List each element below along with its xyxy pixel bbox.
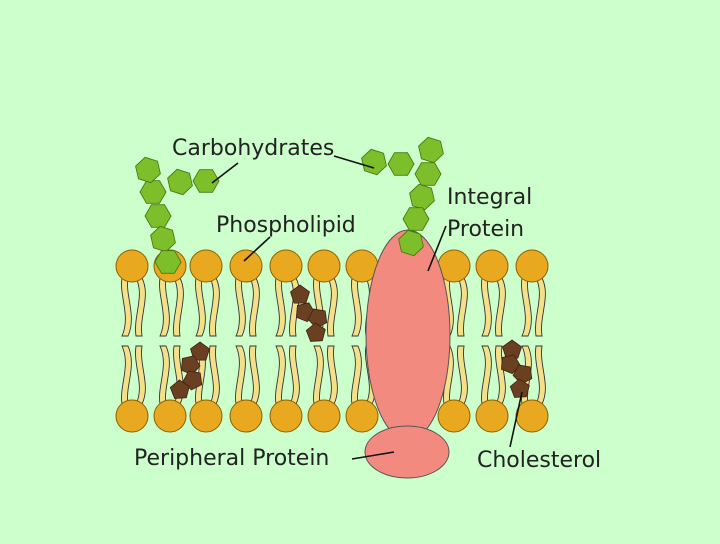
carbohydrate-hexagon (192, 169, 220, 193)
lipid-tail (249, 345, 260, 405)
cholesterol-ring (190, 341, 210, 361)
phospholipid-head (269, 249, 303, 283)
phospholipid-head (515, 249, 549, 283)
label-integral-line2: Protein (447, 217, 524, 242)
cholesterol-molecules (169, 284, 533, 399)
peripheral-protein (364, 425, 450, 479)
lipid-tail (535, 277, 546, 337)
cholesterol-pointer (509, 391, 523, 448)
carbohydrate-hexagon (135, 156, 161, 184)
lipid-tail (135, 345, 146, 405)
carbohydrates-pointer-right (333, 155, 375, 169)
lipid-tail (209, 277, 220, 337)
lipid-tail (121, 345, 132, 405)
lipid-tail (235, 345, 246, 405)
carbohydrate-hexagon (139, 180, 167, 204)
lipid-tail (275, 277, 286, 337)
lipid-tail (121, 277, 132, 337)
phospholipid-head (437, 399, 471, 433)
lipid-tail (351, 345, 362, 405)
phospholipid-head (307, 399, 341, 433)
cholesterol-ring (500, 354, 521, 375)
lipid-tail (495, 345, 506, 405)
phospholipid-pointer (243, 236, 271, 262)
lipid-tail (521, 277, 532, 337)
phospholipid-head (153, 399, 187, 433)
phospholipid-head (345, 399, 379, 433)
cholesterol-ring (180, 355, 201, 376)
label-pointers (211, 155, 523, 460)
carbohydrate-hexagon (402, 207, 430, 231)
cholesterol-ring (512, 364, 533, 385)
lipid-tail (327, 277, 338, 337)
top-lipid-tails (121, 277, 546, 337)
label-peripheral-protein: Peripheral Protein (134, 446, 329, 471)
carbohydrate-hexagon (414, 162, 442, 186)
carbohydrate-hexagon (144, 204, 172, 228)
label-phospholipid: Phospholipid (216, 213, 356, 238)
lipid-tail (159, 345, 170, 405)
phospholipid-head (515, 399, 549, 433)
integral-protein-pointer (427, 225, 447, 272)
peripheral-protein-pointer (351, 451, 395, 460)
lipid-tail (457, 277, 468, 337)
carbohydrate-hexagon (167, 168, 193, 196)
phospholipid-head (475, 399, 509, 433)
carbohydrate-hexagon (154, 250, 182, 274)
lipid-tail (159, 277, 170, 337)
phospholipid-head (307, 249, 341, 283)
lipid-tail (195, 277, 206, 337)
lipid-tail (289, 345, 300, 405)
phospholipid-head (115, 399, 149, 433)
lipid-tail (249, 277, 260, 337)
carbohydrate-hexagon (387, 152, 415, 176)
lipid-tail (481, 345, 492, 405)
lipid-tail (173, 277, 184, 337)
cholesterol-ring (169, 379, 190, 399)
phospholipid-head (475, 249, 509, 283)
lipid-tail (275, 345, 286, 405)
lipid-tail (457, 345, 468, 405)
phospholipid-head (115, 249, 149, 283)
label-integral-line1: Integral (447, 185, 532, 210)
label-carbohydrates: Carbohydrates (172, 136, 334, 161)
carbohydrate-chains (135, 136, 444, 274)
lipid-tail (481, 277, 492, 337)
cholesterol-ring (305, 322, 326, 342)
carbohydrates-pointer-left (211, 162, 239, 184)
label-cholesterol: Cholesterol (477, 448, 601, 473)
lipid-tail (209, 345, 220, 405)
cholesterol-ring (290, 284, 310, 304)
bottom-phospholipid-heads (115, 399, 549, 433)
lipid-tail (327, 345, 338, 405)
lipid-tail (313, 345, 324, 405)
lipid-tail (135, 277, 146, 337)
phospholipid-head (229, 399, 263, 433)
lipid-tail (235, 277, 246, 337)
phospholipid-head (189, 249, 223, 283)
carbohydrate-hexagon (361, 148, 387, 176)
cholesterol-ring (307, 308, 328, 329)
phospholipid-head (269, 399, 303, 433)
lipid-tail (535, 345, 546, 405)
top-phospholipid-heads (115, 249, 549, 283)
carbohydrate-hexagon (398, 229, 424, 257)
cholesterol-ring (509, 378, 530, 398)
lipid-tail (495, 277, 506, 337)
carbohydrate-hexagon (418, 136, 444, 164)
lipid-tail (351, 277, 362, 337)
carbohydrate-hexagon (409, 183, 435, 211)
carbohydrate-hexagon (150, 225, 176, 253)
integral-protein (365, 229, 451, 441)
phospholipid-head (189, 399, 223, 433)
phospholipid-head (229, 249, 263, 283)
